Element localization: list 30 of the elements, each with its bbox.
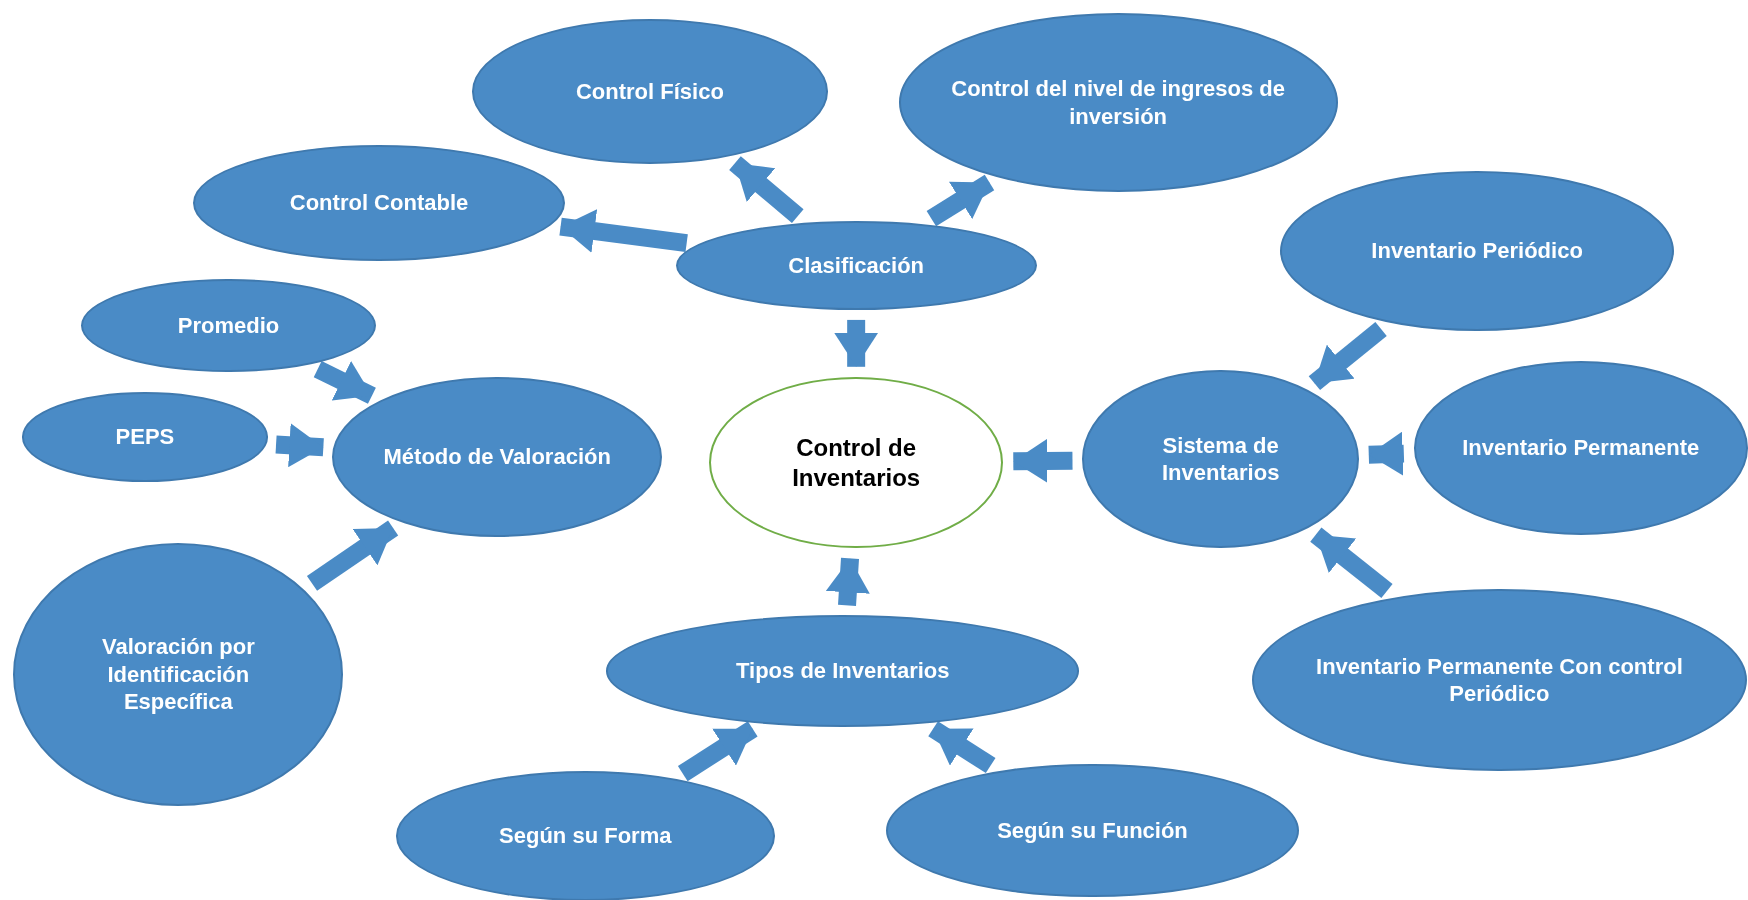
- block-arrow: [1368, 431, 1405, 476]
- node-label: Inventario Permanente: [1462, 434, 1700, 462]
- block-arrow: [275, 423, 324, 468]
- node-label: PEPS: [115, 423, 175, 451]
- node-label: Promedio: [177, 311, 280, 340]
- block-arrow: [559, 209, 688, 253]
- node-label: Control de Inventarios: [791, 432, 922, 493]
- node-label: Clasificación: [788, 251, 924, 280]
- node-label: Control Contable: [289, 189, 469, 217]
- block-arrow: [1310, 527, 1393, 599]
- node-label: Control Físico: [575, 77, 724, 106]
- block-arrow: [729, 156, 804, 223]
- block-arrow: [1013, 438, 1073, 483]
- node-label: Inventario Permanente Con control Periódico: [1315, 652, 1684, 708]
- block-arrow: [926, 174, 995, 227]
- node-label: Control del nivel de ingresos de inversión: [950, 75, 1286, 131]
- block-arrow: [677, 721, 758, 782]
- block-arrow: [306, 520, 399, 591]
- block-arrow: [834, 319, 879, 367]
- block-arrow: [825, 557, 870, 606]
- node-label: Sistema de Inventarios: [1161, 431, 1281, 487]
- node-label: Según su Función: [997, 816, 1188, 845]
- block-arrow: [1308, 321, 1387, 391]
- block-arrow: [928, 721, 996, 774]
- node-label: Método de Valoración: [383, 443, 611, 471]
- node-label: Según su Forma: [499, 822, 672, 850]
- node-label: Valoración por Identificación Específica: [100, 633, 256, 716]
- node-label: Inventario Periódico: [1371, 237, 1583, 265]
- node-label: Tipos de Inventarios: [736, 657, 950, 685]
- block-arrow: [313, 361, 376, 404]
